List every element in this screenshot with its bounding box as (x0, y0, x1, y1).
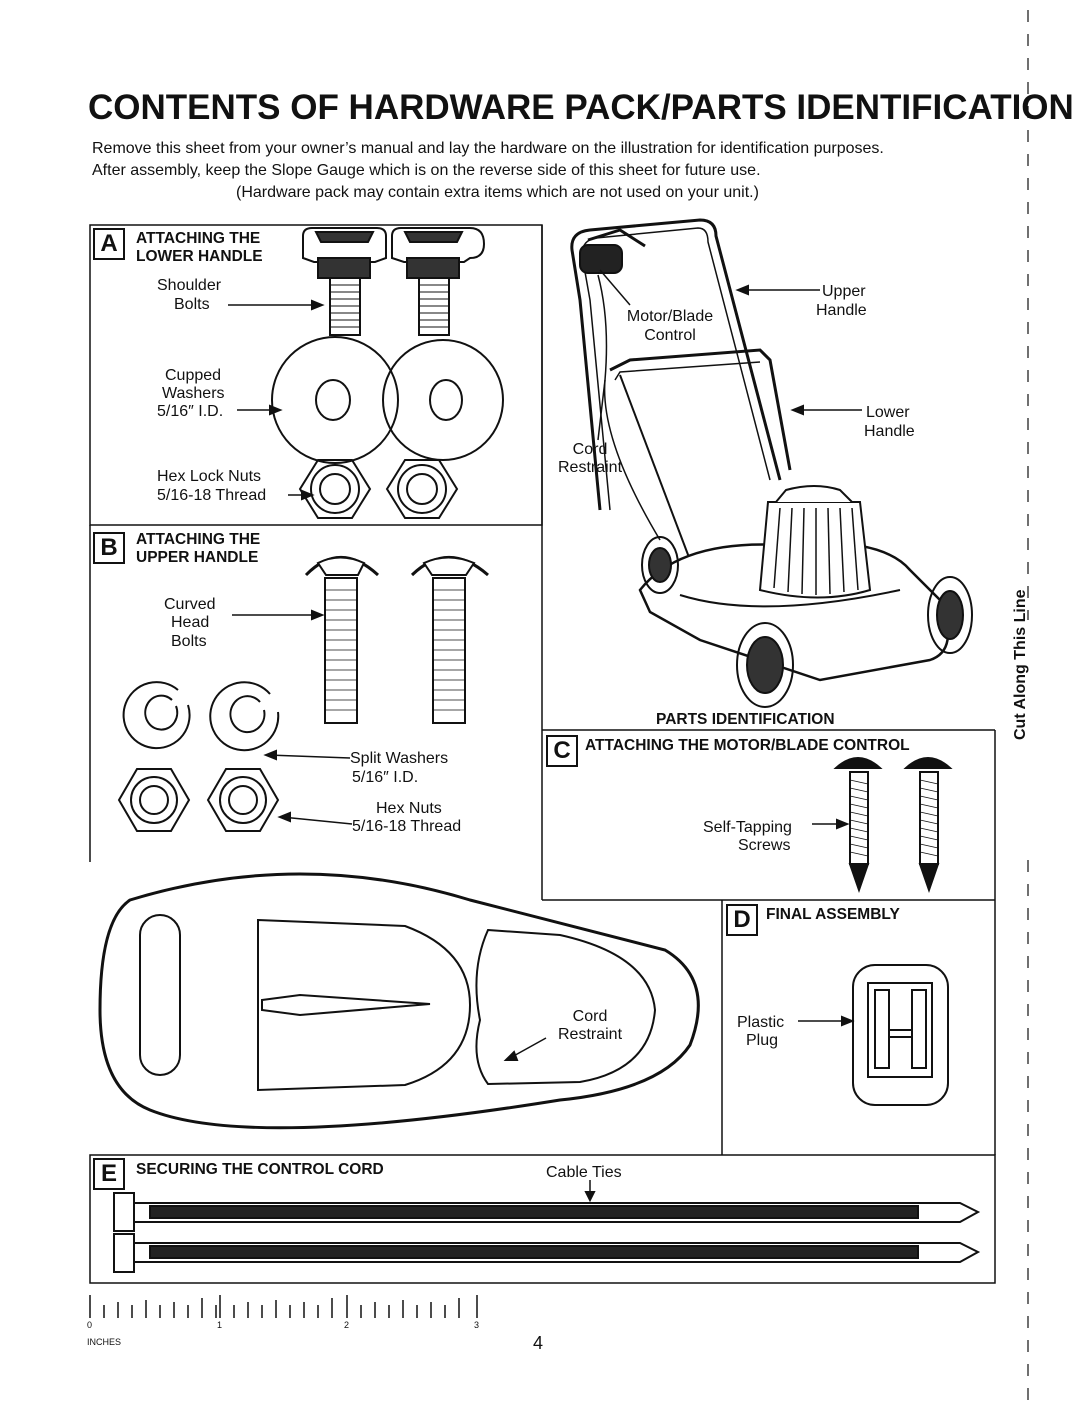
self-tapping-screws-label-1: Self-Tapping (703, 819, 792, 836)
section-c-letter: C (546, 735, 578, 767)
plastic-plug-label-2: Plug (746, 1032, 779, 1049)
intro-line-1: Remove this sheet from your owner’s manu… (92, 140, 884, 157)
ruler-tick-1: 1 (217, 1320, 223, 1330)
self-tapping-screws-label-2: Screws (738, 837, 791, 854)
hex-lock-nuts-label-1: Hex Lock Nuts (157, 468, 262, 485)
cord-restraint-part-illustration (98, 872, 700, 1130)
shoulder-bolts-label-1: Shoulder (157, 277, 222, 294)
ruler-tick-2: 2 (344, 1320, 350, 1330)
curved-head-bolts-label-3: Bolts (171, 633, 207, 650)
hex-nuts-illustration (117, 768, 353, 832)
intro-line-3: (Hardware pack may contain extra items w… (236, 184, 759, 201)
cut-line-label: Cut Along This Line (1012, 589, 1029, 741)
section-b-letter: B (93, 532, 125, 564)
upper-handle-label-2: Handle (816, 302, 867, 319)
curved-head-bolts-label-1: Curved (164, 596, 216, 613)
hex-nuts-label-1: Hex Nuts (376, 800, 442, 817)
cable-ties-label: Cable Ties (546, 1164, 622, 1181)
section-b-header-line-1: ATTACHING THE (136, 531, 261, 548)
section-frames (89, 224, 996, 1284)
lower-handle-label-1: Lower (866, 404, 910, 421)
section-e-letter: E (93, 1158, 125, 1190)
curved-head-bolts-label-2: Head (171, 614, 210, 631)
section-e-header: SECURING THE CONTROL CORD (136, 1161, 384, 1178)
cable-ties-illustration (113, 1180, 981, 1273)
self-tapping-screws-illustration (812, 757, 953, 894)
cupped-washers-label-1: Cupped (165, 367, 222, 384)
hex-lock-nuts-label-2: 5/16-18 Thread (157, 487, 267, 504)
cord-restraint-mower-label-2: Restraint (557, 459, 623, 476)
page-title: CONTENTS OF HARDWARE PACK/PARTS IDENTIFI… (88, 88, 1074, 127)
cord-restraint-part-label-2: Restraint (557, 1026, 623, 1043)
cupped-washers-label-3: 5/16″ I.D. (157, 403, 224, 420)
plastic-plug-illustration (798, 964, 949, 1106)
ruler-tick-3: 3 (474, 1320, 480, 1330)
curved-head-bolts-illustration (232, 556, 489, 724)
cupped-washers-label-2: Washers (162, 385, 225, 402)
split-washers-illustration (122, 681, 351, 761)
split-washers-label-1: Split Washers (350, 750, 449, 767)
section-d-letter: D (726, 904, 758, 936)
cord-restraint-mower-label-1: Cord (572, 441, 608, 458)
section-a-header-line-1: ATTACHING THE (136, 230, 261, 247)
intro-line-2: After assembly, keep the Slope Gauge whi… (92, 162, 761, 179)
section-a-letter: A (93, 228, 125, 260)
ruler-unit-label: INCHES (87, 1337, 122, 1347)
upper-handle-label-1: Upper (822, 283, 866, 300)
motor-blade-control-label-2: Control (644, 327, 696, 344)
shoulder-bolts-illustration (228, 227, 486, 336)
plastic-plug-label-1: Plastic (737, 1014, 785, 1031)
inch-ruler (89, 1295, 478, 1318)
page-number: 4 (533, 1333, 544, 1353)
shoulder-bolts-label-2: Bolts (174, 296, 210, 313)
lower-handle-label-2: Handle (864, 423, 915, 440)
section-d-header: FINAL ASSEMBLY (766, 906, 900, 923)
section-a-header-line-2: LOWER HANDLE (136, 248, 263, 265)
section-b-header-line-2: UPPER HANDLE (136, 549, 259, 566)
section-c-header: ATTACHING THE MOTOR/BLADE CONTROL (585, 737, 910, 754)
cupped-washers-illustration (237, 336, 504, 464)
split-washers-label-2: 5/16″ I.D. (352, 769, 419, 786)
ruler-tick-0: 0 (87, 1320, 93, 1330)
hex-lock-nuts-illustration (288, 459, 459, 519)
hex-nuts-label-2: 5/16-18 Thread (352, 818, 462, 835)
cord-restraint-part-label-1: Cord (572, 1008, 608, 1025)
parts-identification-caption: PARTS IDENTIFICATION (656, 711, 835, 728)
motor-blade-control-label-1: Motor/Blade (626, 308, 714, 325)
lawn-mower-illustration (570, 218, 973, 708)
